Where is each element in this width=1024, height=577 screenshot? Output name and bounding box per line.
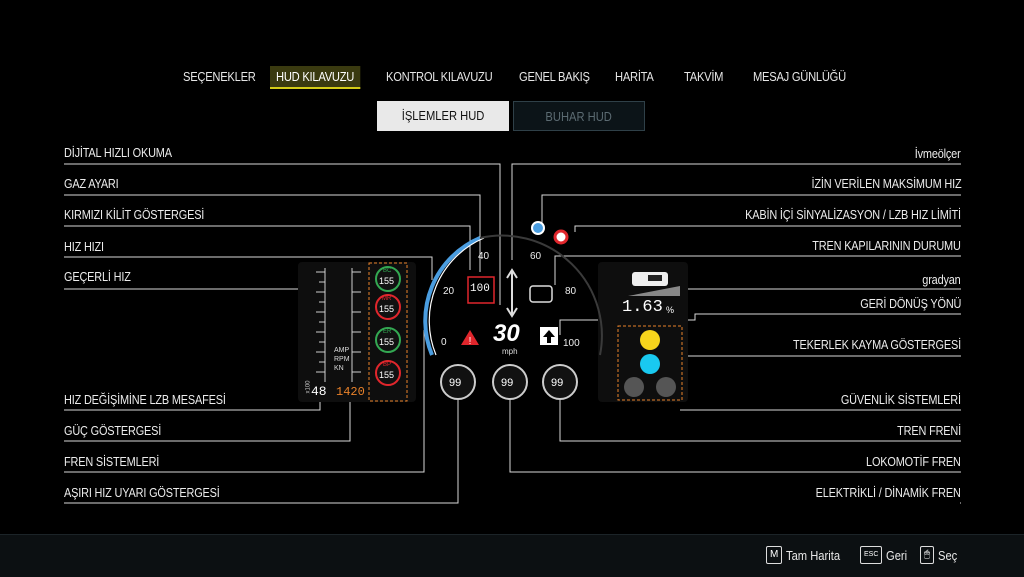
digital-speed: 30: [493, 320, 520, 347]
tab-overview[interactable]: GENEL BAKIŞ: [519, 69, 590, 84]
top-nav: SEÇENEKLER HUD KILAVUZU KONTROL KILAVUZU…: [0, 66, 1024, 92]
m-key-icon: M: [766, 546, 783, 564]
lzb-limit-marker: [553, 229, 569, 245]
tick-80: 80: [565, 286, 577, 297]
brake-gauge-bc: BC 155: [375, 266, 401, 294]
train-brake-value: 99: [551, 377, 564, 389]
tick-60: 60: [530, 251, 542, 262]
tick-100: 100: [563, 338, 580, 349]
tick-40: 40: [478, 251, 490, 262]
brake-gauge-er: ER 155: [375, 327, 401, 360]
speed-unit: mph: [502, 347, 518, 356]
tab-operations-hud[interactable]: İŞLEMLER HUD: [377, 101, 509, 131]
label-throttle: GAZ AYARI: [64, 176, 119, 191]
brake-pressure-box: [368, 262, 408, 402]
label-speed-rate: HIZ HIZI: [64, 239, 104, 254]
dynamic-brake-value: 99: [449, 377, 462, 389]
full-map-button[interactable]: M Tam Harita: [766, 545, 849, 565]
safety-box: [617, 325, 683, 401]
red-lock-value: 100: [470, 283, 490, 295]
tab-message-log[interactable]: MESAJ GÜNLÜĞÜ: [753, 69, 846, 84]
label-max-speed: İZİN VERİLEN MAKSİMUM HIZ: [811, 176, 961, 191]
gradient-unit: %: [666, 305, 675, 315]
label-overspeed: AŞIRI HIZ UYARI GÖSTERGESİ: [64, 485, 220, 500]
label-lzb-distance: HIZ DEĞİŞİMİNE LZB MESAFESİ: [64, 392, 226, 407]
safety-light-left: [624, 377, 644, 397]
brake-gauge-mr: MR 155: [375, 294, 401, 327]
label-train-brake: TREN FRENİ: [897, 423, 961, 438]
power-value: 1420: [336, 385, 365, 399]
label-doors: TREN KAPILARININ DURUMU: [812, 238, 962, 253]
label-reverser: GERİ DÖNÜŞ YÖNÜ: [859, 296, 961, 311]
back-button[interactable]: ESC Geri: [860, 545, 911, 565]
power-scale: [324, 268, 353, 382]
yellow-light: [640, 330, 660, 350]
red-lock-frame: [467, 276, 495, 304]
label-loco-brake: LOKOMOTİF FREN: [866, 454, 961, 469]
label-wheelslip: TEKERLEK KAYMA GÖSTERGESİ: [793, 337, 961, 352]
brake-dials: [440, 364, 578, 400]
mouse-icon: 🖱: [920, 546, 934, 564]
esc-key-icon: ESC: [860, 546, 883, 564]
tab-control-guide[interactable]: KONTROL KILAVUZU: [386, 69, 493, 84]
doors-icon: [529, 285, 553, 303]
tab-options[interactable]: SEÇENEKLER: [183, 69, 256, 84]
select-button[interactable]: 🖱 Seç: [920, 545, 960, 565]
cyan-light: [640, 354, 660, 374]
accelerometer-icon: [506, 268, 518, 318]
label-dynamic-brake: ELEKTRİKLİ / DİNAMİK FREN: [815, 485, 961, 500]
label-power: GÜÇ GÖSTERGESİ: [64, 423, 162, 438]
tab-steam-hud[interactable]: BUHAR HUD: [513, 101, 645, 131]
svg-text:!: !: [469, 336, 472, 347]
tab-map[interactable]: HARİTA: [615, 69, 654, 84]
speed-arc-blue: [423, 236, 481, 356]
loco-brake-value: 99: [501, 377, 514, 389]
overspeed-warning-icon: [461, 330, 479, 345]
label-gradient: gradyan: [922, 272, 961, 287]
footer-bar: [0, 534, 1024, 577]
tick-0: 0: [441, 337, 447, 348]
label-accelerometer: İvmeölçer: [915, 146, 961, 161]
safety-light-right: [656, 377, 676, 397]
brake-gauge-bp: BP 155: [375, 360, 401, 388]
gradient-train-icon: [628, 272, 680, 296]
gradient-value: 1.63: [622, 298, 663, 317]
brake-gauges: BC 155 MR 155 ER 155 BP 155: [375, 266, 401, 388]
tick-20: 20: [443, 286, 455, 297]
label-brake-systems: FREN SİSTEMLERİ: [64, 454, 160, 469]
label-cab-signal: KABİN İÇİ SİNYALİZASYON / LZB HIZ LİMİTİ: [745, 207, 961, 222]
max-speed-marker: [531, 221, 545, 235]
tab-timetable[interactable]: TAKVİM: [684, 69, 724, 84]
tab-hud-guide[interactable]: HUD KILAVUZU: [270, 66, 361, 89]
label-current-speed: GEÇERLİ HIZ: [64, 269, 131, 284]
label-digital-speed: DİJİTAL HIZLI OKUMA: [64, 145, 172, 160]
label-red-lock: KIRMIZI KİLİT GÖSTERGESİ: [64, 207, 205, 222]
lzb-distance-value: 48: [311, 384, 327, 399]
label-safety: GÜVENLİK SİSTEMLERİ: [840, 392, 961, 407]
